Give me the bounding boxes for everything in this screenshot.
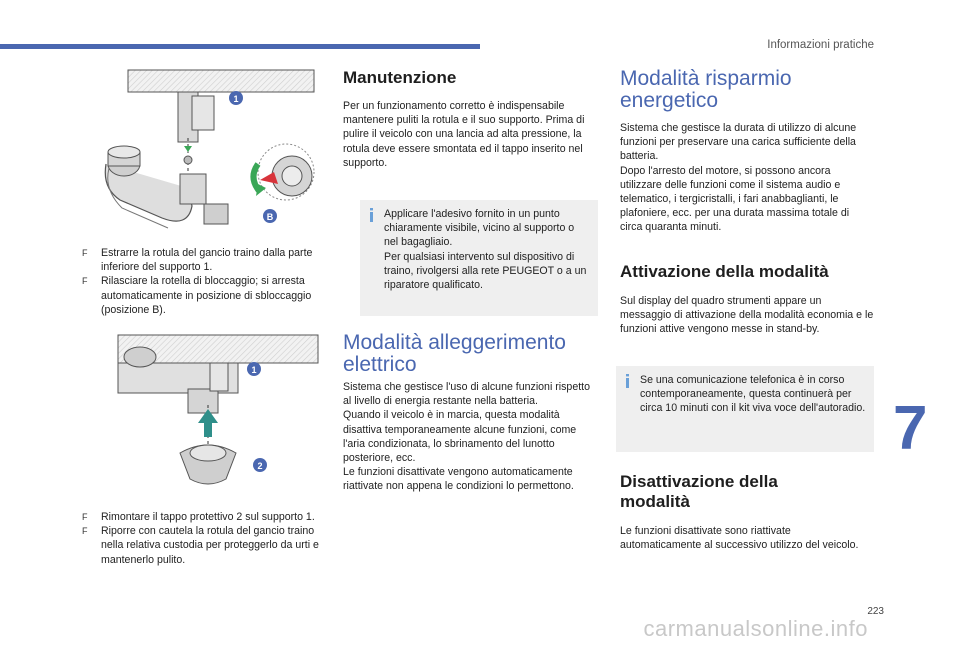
heading-manutenzione: Manutenzione (343, 68, 457, 87)
section-manutenzione: Manutenzione Per un funzionamento corret… (343, 68, 598, 170)
section-risparmio: Modalità risparmio energetico Sistema ch… (620, 68, 874, 235)
info-text: Se una comunicazione telefonica è in cor… (640, 374, 866, 415)
step-item: F Riporre con cautela la rotula del ganci… (82, 524, 324, 567)
callout-1-marker (229, 91, 243, 105)
info-icon (626, 374, 629, 388)
paragraph: Le funzioni disattivate vengono automati… (343, 466, 574, 493)
steps-refit: F Rimontare il tappo protettivo 2 sul sup… (82, 510, 324, 567)
heading-line: Disattivazione della (620, 472, 778, 491)
info-paragraph: Applicare l'adesivo fornito in un punto … (384, 208, 575, 249)
section-alleggerimento: Modalità alleggerimento elettrico Sistem… (343, 332, 598, 494)
step-text: Riporre con cautela la rotula del gancio… (101, 525, 319, 566)
callout-1-marker (247, 362, 261, 376)
paragraph: Sul display del quadro strumenti appare … (620, 295, 874, 336)
bullet-marker: F (82, 526, 88, 537)
paragraph: Quando il veicolo è in marcia, questa mo… (343, 409, 577, 465)
heading-line: Modalità risparmio (620, 67, 792, 90)
step-text: Rilasciare la rotella di bloccaggio; si … (101, 275, 312, 316)
callout-1-label: 1 (251, 365, 256, 375)
heading-alleggerimento: Modalità alleggerimento elettrico (343, 332, 598, 376)
step-item: F Rimontare il tappo protettivo 2 sul sup… (82, 510, 324, 524)
figure-protective-cap: 1 2 (117, 334, 319, 485)
heading-line: elettrico (343, 353, 417, 376)
bullet-marker: F (82, 512, 88, 522)
info-box-adesivo: Applicare l'adesivo fornito in un punto … (360, 200, 598, 316)
callout-2-label: 2 (257, 461, 262, 471)
watermark: carmanualsonline.info (643, 616, 868, 641)
info-box-telefono: Se una comunicazione telefonica è in cor… (616, 366, 874, 452)
step-item: F Rilasciare la rotella di bloccaggio; si… (82, 274, 324, 317)
bullet-marker: F (82, 276, 88, 287)
heading-line: Modalità alleggerimento (343, 331, 566, 354)
callout-b-marker (263, 209, 277, 223)
figure-towball-removal: 1 B (104, 69, 315, 229)
running-header: Informazioni pratiche (767, 39, 874, 51)
callout-2-marker (253, 458, 267, 472)
step-item: F Estrarre la rotula del gancio traino da… (82, 246, 324, 274)
heading-risparmio: Modalità risparmio energetico (620, 68, 874, 112)
paragraph: Sistema che gestisce l'uso di alcune fun… (343, 381, 590, 408)
info-text: Applicare l'adesivo fornito in un punto … (384, 207, 590, 292)
heading-disattivazione: Disattivazione della modalità (620, 472, 874, 512)
callout-b-label: B (267, 212, 274, 222)
top-color-bar (0, 44, 480, 49)
info-paragraph: Per qualsiasi intervento sul dispositivo… (384, 250, 587, 292)
paragraph: Per un funzionamento corretto è indispen… (343, 100, 585, 169)
section-attivazione: Attivazione della modalità Sul display d… (620, 262, 874, 337)
info-icon (370, 208, 373, 222)
paragraph: Le funzioni disattivate sono riattivate … (620, 525, 859, 552)
section-disattivazione: Disattivazione della modalità Le funzion… (620, 472, 874, 552)
step-text: Estrarre la rotula del gancio traino dal… (101, 247, 313, 274)
bullet-marker: F (82, 248, 88, 258)
heading-line: energetico (620, 89, 719, 112)
heading-line: modalità (620, 492, 690, 511)
paragraph: Dopo l'arresto del motore, si possono an… (620, 164, 850, 234)
chapter-number: 7 (893, 394, 928, 463)
paragraph: Sistema che gestisce la durata di utiliz… (620, 122, 857, 163)
callout-1-label: 1 (233, 94, 238, 104)
page-number: 223 (867, 606, 884, 617)
step-text: Rimontare il tappo protettivo 2 sul supp… (101, 511, 315, 523)
steps-removal: F Estrarre la rotula del gancio traino da… (82, 246, 324, 317)
heading-attivazione: Attivazione della modalità (620, 262, 829, 281)
